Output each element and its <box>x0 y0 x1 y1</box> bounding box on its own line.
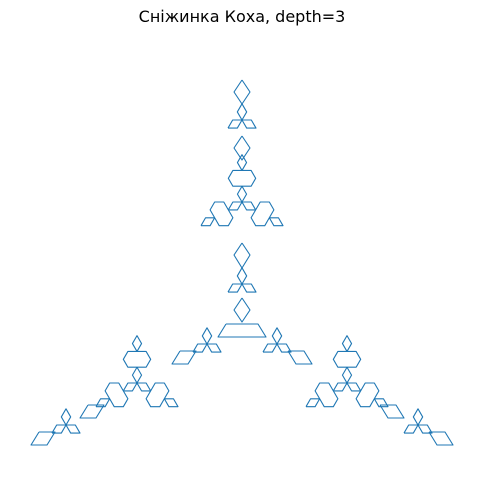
diamond-left-mid <box>171 350 197 365</box>
diamond-center-upper <box>233 242 251 269</box>
figure-title: Сніжинка Коха, depth=3 <box>138 7 346 26</box>
ring-mid-right <box>262 327 292 353</box>
diamond-center-lower <box>233 297 251 323</box>
diamond-right-low <box>379 404 405 419</box>
ring-outer-left <box>51 408 81 434</box>
diamond-top-mid <box>233 135 251 161</box>
sub-flake-top <box>200 154 284 227</box>
diamond-right-mid <box>287 350 313 365</box>
diamond-top <box>233 79 251 105</box>
ring-top-upper <box>227 103 257 129</box>
ring-outer-right <box>403 408 433 434</box>
sub-flake-bottom-right <box>305 335 389 408</box>
diamond-far-left <box>30 431 56 446</box>
ring-top-lower <box>227 267 257 293</box>
diamond-left-low <box>79 404 105 419</box>
diamond-far-right <box>428 431 454 446</box>
bridge-center <box>217 323 267 338</box>
ring-mid-left <box>192 327 222 353</box>
sub-flake-bottom-left <box>95 335 179 408</box>
